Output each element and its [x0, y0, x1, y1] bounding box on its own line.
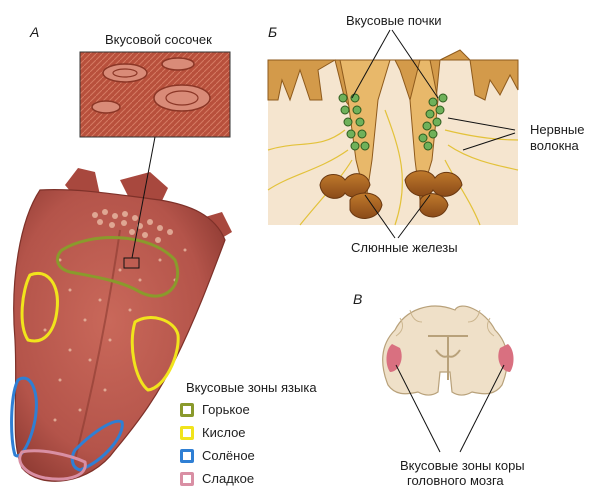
legend-swatch-sweet — [180, 471, 194, 486]
legend-swatch-bitter — [180, 402, 194, 417]
legend-label-sour: Кислое — [202, 425, 246, 440]
papilla-marker-box — [123, 257, 140, 269]
papilla-1 — [102, 63, 148, 83]
nerve-fibers — [267, 109, 519, 226]
inset-leader-line — [131, 136, 156, 259]
nerve-label-line2: волокна — [530, 138, 579, 153]
papilla-2 — [161, 57, 195, 71]
taste-zones — [10, 236, 180, 481]
legend-title: Вкусовые зоны языка — [186, 380, 317, 395]
legend-item-sour: Кислое — [180, 425, 246, 440]
cortex-label-line1: Вкусовые зоны коры — [400, 458, 525, 473]
taste-bud-cells-right — [418, 93, 448, 151]
zone-salty-right — [70, 419, 124, 472]
panel-c-letter: В — [353, 291, 363, 307]
papilla-4 — [91, 100, 121, 114]
taste-buds-label: Вкусовые почки — [346, 13, 442, 28]
zone-bitter — [56, 236, 180, 298]
cortex-zone-right — [498, 344, 514, 372]
cortex-label-line2: головного мозга — [407, 473, 504, 488]
tongue-body — [13, 189, 226, 482]
cortex-callout-right — [459, 364, 505, 453]
cortex-callout-left — [395, 364, 441, 453]
tongue — [13, 168, 232, 482]
zone-sour-left — [20, 272, 59, 343]
ventricles — [428, 335, 468, 380]
taste-bud-section — [267, 29, 519, 239]
panel-b-callouts — [351, 29, 516, 239]
papilla-3 — [153, 84, 211, 112]
zone-sweet — [18, 449, 87, 481]
median-groove — [74, 229, 121, 461]
cortex-zone-left — [386, 344, 402, 372]
taste-bud-cells-left — [338, 93, 370, 151]
zone-sour-right — [130, 316, 180, 392]
brain-section — [382, 305, 514, 453]
nerve-label-line1: Нервные — [530, 122, 585, 137]
papilla-inset — [79, 51, 231, 259]
panel-b-letter: Б — [268, 24, 278, 40]
zone-salty-left — [10, 376, 38, 458]
glands-label: Слюнные железы — [351, 240, 458, 255]
legend-item-salty: Солёное — [180, 448, 255, 463]
legend-label-sweet: Сладкое — [202, 471, 255, 486]
salivary-glands — [319, 170, 463, 219]
legend-item-sweet: Сладкое — [180, 471, 254, 486]
legend-swatch-sour — [180, 425, 194, 440]
epithelium — [267, 49, 519, 111]
panel-a-letter: А — [30, 24, 40, 40]
legend-swatch-salty — [180, 448, 194, 463]
legend-item-bitter: Горькое — [180, 402, 250, 417]
brain-sulci — [395, 309, 495, 337]
legend-label-bitter: Горькое — [202, 402, 250, 417]
legend-label-salty: Солёное — [202, 448, 255, 463]
papilla-label: Вкусовой сосочек — [105, 32, 212, 47]
papillae-dots — [43, 209, 187, 422]
